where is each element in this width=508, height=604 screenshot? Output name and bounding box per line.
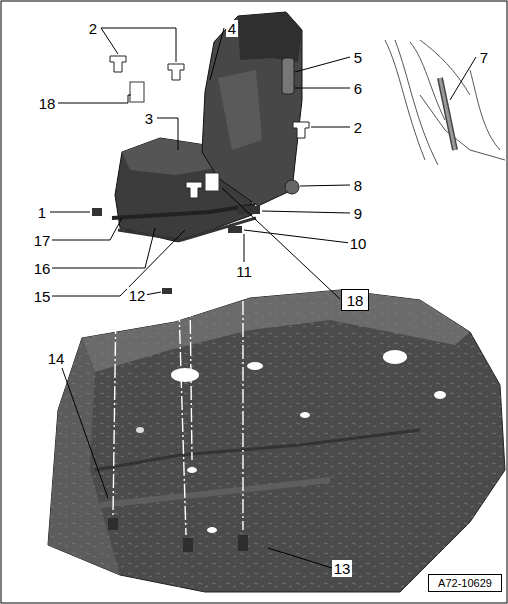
bolt xyxy=(110,56,309,198)
callout-number: 17 xyxy=(32,232,53,249)
callout-number: 10 xyxy=(348,235,369,252)
figure-number-box: A72-10629 xyxy=(428,574,502,592)
callout-number: 12 xyxy=(127,287,148,304)
figure-number: A72-10629 xyxy=(438,578,492,589)
callout-number: 9 xyxy=(352,205,364,222)
callout-number: 2 xyxy=(87,20,99,37)
floor-panel xyxy=(48,290,505,592)
callout-number: 5 xyxy=(352,49,364,66)
centre-line xyxy=(113,232,243,535)
callout-number: 1 xyxy=(36,204,48,221)
callout-number: 8 xyxy=(352,177,364,194)
callout-number: 18 xyxy=(37,95,58,112)
callout-number: 6 xyxy=(352,80,364,97)
callout-number: 16 xyxy=(32,260,53,277)
callout-number: 7 xyxy=(478,49,490,66)
seat xyxy=(92,12,302,294)
callout-number: 18 xyxy=(347,293,364,308)
leader-line xyxy=(50,28,476,568)
inset-detail xyxy=(385,40,505,165)
callout-number: 11 xyxy=(234,263,254,280)
callout-number: 3 xyxy=(143,110,155,127)
callout-box: 18 xyxy=(341,289,369,311)
callout-number: 13 xyxy=(332,560,353,577)
callout-number: 14 xyxy=(46,350,67,367)
callout-number: 2 xyxy=(352,119,364,136)
callout-number: 15 xyxy=(32,288,53,305)
callout-number: 4 xyxy=(226,20,238,37)
